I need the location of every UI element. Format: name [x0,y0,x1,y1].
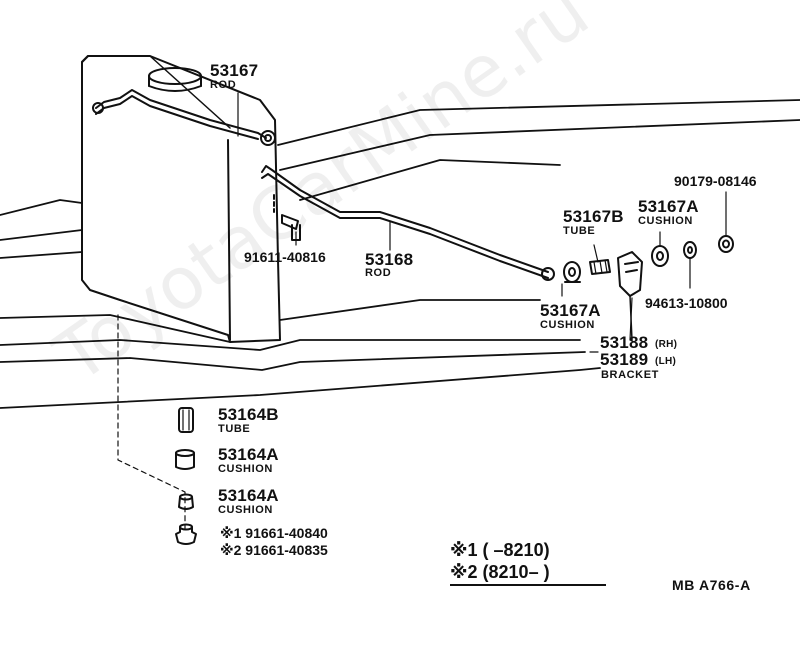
note-2-mark: ※2 [450,562,478,582]
radiator-cap [148,67,202,92]
part-53164a-2-number: 53164A [218,486,279,505]
part-53164a-1-name: CUSHION [218,463,273,475]
cushion-53164a-2 [178,493,194,510]
bolt-1-mark: ※1 [220,525,242,541]
cushion-53167a-mid [563,261,581,283]
part-53167b-name: TUBE [563,225,596,237]
note-2: ※2 (8210– ) [450,563,606,586]
part-53167b-number: 53167B [563,207,624,226]
part-53167a-top-name: CUSHION [638,215,693,227]
part-53188-number: 53188 [600,333,649,352]
part-53167-number: 53167 [210,61,259,80]
part-53164a-2-name: CUSHION [218,504,273,516]
part-53189-suffix: (LH) [655,356,677,367]
drawing-code: MB A766-A [672,577,751,593]
part-53167a-mid-number: 53167A [540,301,601,320]
bolt-2-mark: ※2 [220,542,242,558]
leader-lines [237,92,727,353]
assembly-dashed-line [117,314,186,531]
tube-53164b [178,407,194,433]
bolt-2-label: ※2 91661-40835 [220,543,328,557]
part-53164a-1-number: 53164A [218,445,279,464]
part-90179-number: 90179-08146 [674,173,757,189]
part-53188-suffix: (RH) [655,339,678,350]
bracket-53188 [617,251,643,341]
note-1: ※1 ( –8210) [450,541,550,559]
part-53168-number: 53168 [365,250,414,269]
bolt-1-number: 91661-40840 [245,525,328,541]
bolt-2-number: 91661-40835 [245,542,328,558]
part-94613-number: 94613-10800 [645,295,728,311]
part-53189-number: 53189 [600,350,649,369]
bolt-91661 [175,523,197,545]
cushion-53164a-1 [175,449,195,470]
tube-53167b [589,259,611,275]
nut-90179 [718,235,734,253]
part-53189-name: BRACKET [601,369,659,381]
part-53164b-name: TUBE [218,423,251,435]
part-53167a-top-number: 53167A [638,197,699,216]
body-panel-lines [0,99,800,409]
rod-53168 [261,165,555,281]
part-53167-name: ROD [210,79,237,91]
part-91611-number: 91611-40816 [244,249,326,265]
note-1-range: ( –8210) [482,540,550,560]
rod-53167 [92,89,276,146]
note-2-range: (8210– ) [482,562,550,582]
note-1-mark: ※1 [450,540,478,560]
cushion-53167a-top [651,245,669,267]
part-53168-name: ROD [365,267,392,279]
bolt-1-label: ※1 91661-40840 [220,526,328,540]
washer-94613 [683,241,697,259]
part-53164b-number: 53164B [218,405,279,424]
part-53167a-mid-name: CUSHION [540,319,595,331]
